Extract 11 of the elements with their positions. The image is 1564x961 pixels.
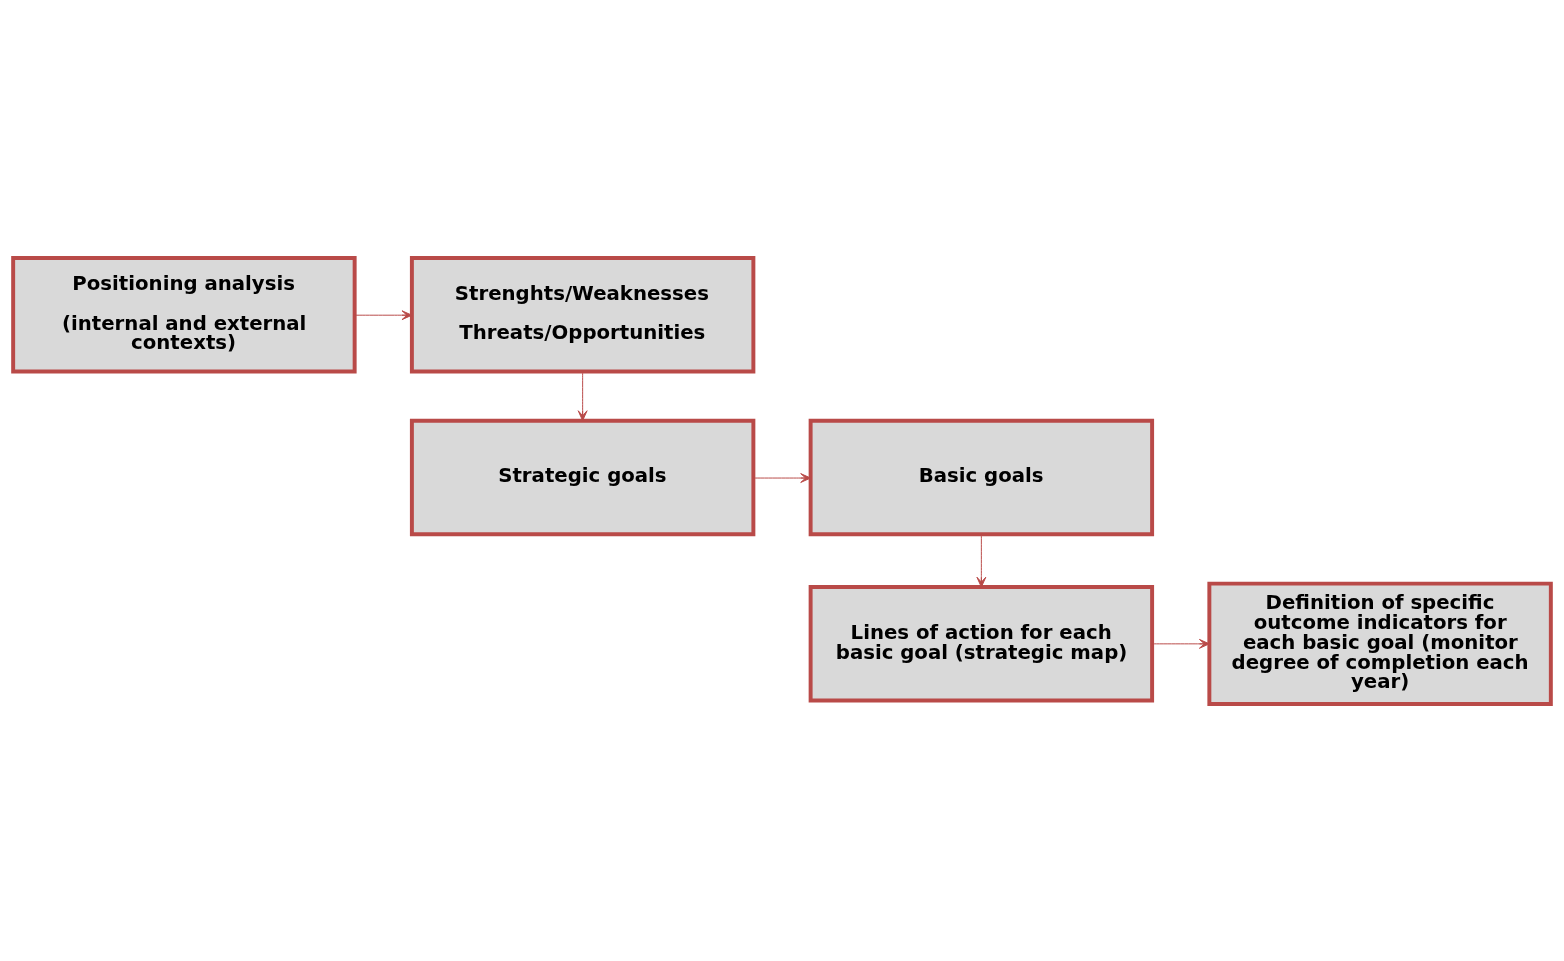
node-box: Strenghts/Weaknesses Threats/Opportunities	[409, 255, 756, 373]
node-box: Basic goals	[808, 418, 1155, 536]
node-box: Strategic goals	[409, 418, 756, 536]
arrow	[752, 472, 812, 483]
arrow	[976, 533, 987, 588]
node-box: Positioning analysis (internal and external contexts)	[11, 255, 357, 373]
arrow	[1151, 638, 1210, 649]
arrow	[354, 309, 413, 320]
arrow	[577, 370, 588, 421]
node-box: Lines of action for each basic goal (strategic map)	[808, 584, 1155, 703]
node-box: Definition of specific outcome indicators for each basic goal (monitor degree of completion each year)	[1207, 581, 1553, 706]
